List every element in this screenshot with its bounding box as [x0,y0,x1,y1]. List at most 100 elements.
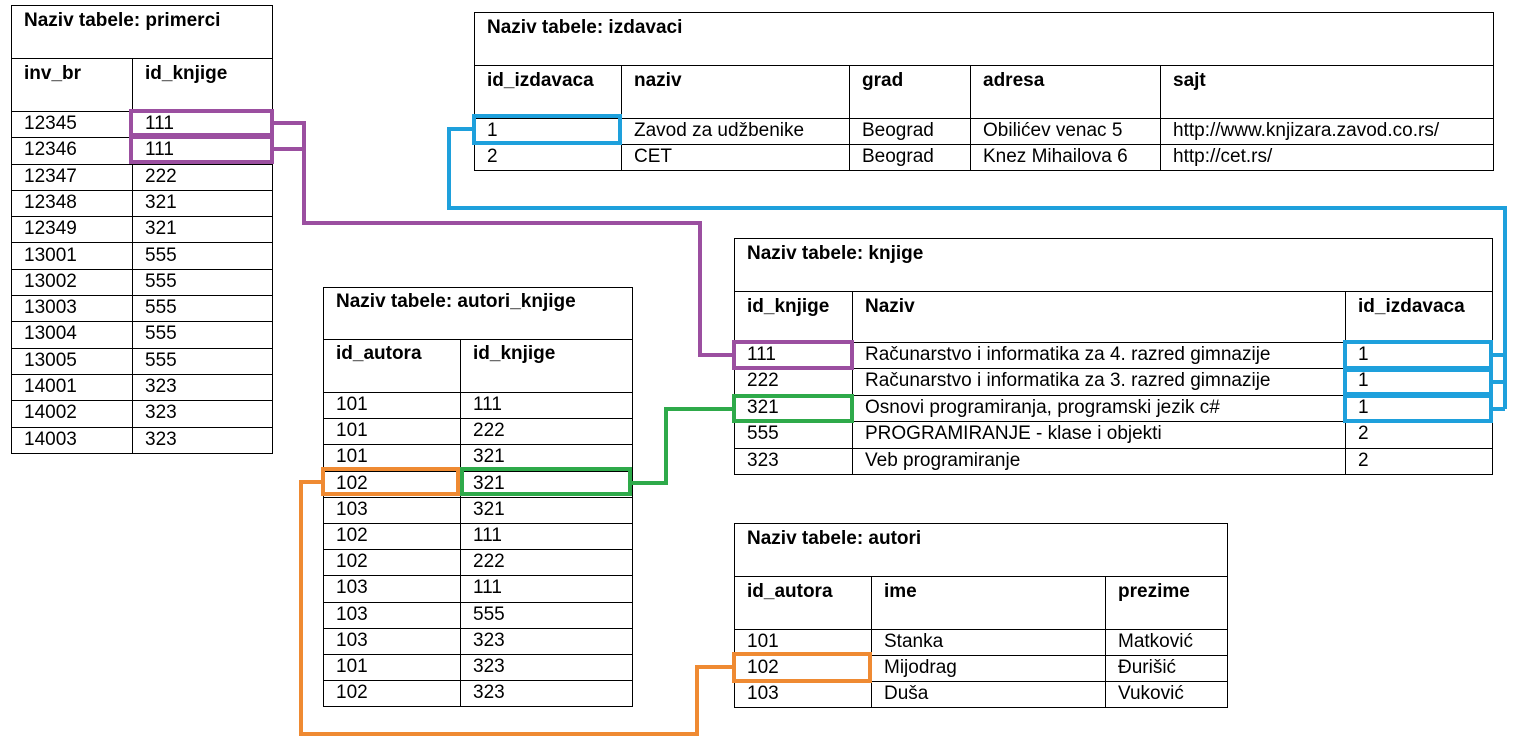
table-row: 13004 555 [12,321,272,349]
column-header: id_knjige [145,63,228,84]
column-header: id_izdavaca [487,70,594,91]
table-cell: 321 [145,191,177,213]
table-izdavaci: Naziv tabele: izdavaci id_izdavaca naziv… [474,12,1494,171]
table-cell: 111 [145,139,174,161]
table-cell: Matković [1118,631,1193,652]
table-autori: Naziv tabele: autori id_autora ime prezi… [734,523,1228,708]
table-cell: 101 [336,656,368,677]
table-cell: 102 [336,472,368,494]
table-cell: 101 [336,394,368,415]
column-header: Naziv [865,296,915,317]
table-cell: 101 [336,420,368,442]
table-cell: Đurišić [1118,657,1177,678]
table-cell: 321 [747,396,779,418]
table-cell: 12348 [24,191,77,213]
table-cell: 111 [473,525,502,546]
table-cell: Zavod za udžbenike [634,120,805,141]
column-header: id_knjige [747,296,830,317]
table-cell: 1 [487,120,498,141]
table-cell: 14002 [24,402,77,424]
table-header-row: inv_br id_knjige [12,59,272,112]
table-cell: 1 [1358,370,1369,392]
column-header: ime [884,581,917,602]
table-cell: 101 [336,446,368,468]
table-cell: CET [634,146,672,167]
table-primerci: Naziv tabele: primerci inv_br id_knjige … [11,5,273,454]
table-cell: 111 [747,344,776,365]
table-cell: 102 [336,682,368,704]
table-cell: 555 [145,244,177,266]
table-row: 102 Mijodrag Đurišić [735,655,1227,682]
table-cell: 102 [336,551,368,573]
table-cell: 323 [473,629,505,651]
table-cell: 1 [1358,396,1369,418]
table-cell: Obilićev venac 5 [983,120,1123,141]
table-cell: 321 [473,472,505,494]
column-header: naziv [634,70,682,91]
table-cell: Veb programiranje [865,449,1021,471]
table-title: Naziv tabele: autori [735,524,1227,577]
table-cell: 101 [747,631,779,652]
table-cell: Duša [884,683,929,704]
column-header: id_izdavaca [1358,296,1465,317]
table-cell: 323 [747,449,779,471]
table-cell: 102 [747,657,779,678]
table-cell: 222 [473,551,505,573]
table-cell: 222 [145,165,177,187]
table-cell: Beograd [862,120,934,141]
table-cell: 12346 [24,139,77,161]
table-cell: 323 [145,428,177,450]
table-row: 103 111 [324,575,632,603]
table-cell: 103 [336,577,368,599]
table-cell: 103 [747,683,779,704]
table-row: 323 Veb programiranje 2 [735,448,1492,474]
table-cell: Mijodrag [884,657,957,678]
table-cell: 555 [145,297,177,319]
column-header: id_knjige [473,343,556,364]
table-cell: Računarstvo i informatika za 3. razred g… [865,370,1271,392]
table-cell: 103 [336,498,368,520]
table-cell: 13001 [24,244,77,266]
table-row: 102 321 [324,471,632,498]
table-cell: 555 [145,323,177,345]
table-cell: 1 [1358,344,1369,365]
table-cell: http://cet.rs/ [1173,146,1273,167]
table-cell: 2 [1358,449,1369,471]
table-row: 102 111 [324,523,632,551]
table-cell: 321 [473,498,505,520]
table-cell: 12349 [24,218,77,240]
table-row: 101 111 [324,392,632,420]
table-cell: 13003 [24,297,77,319]
table-cell: 12345 [24,113,77,134]
connector-line [272,121,306,151]
table-cell: 14001 [24,376,77,397]
table-cell: PROGRAMIRANJE - klase i objekti [865,423,1162,445]
table-cell: Knez Mihailova 6 [983,146,1128,167]
table-header-row: id_autora ime prezime [735,577,1227,630]
table-cell: 222 [473,420,505,442]
table-cell: 111 [473,394,502,415]
table-header-row: id_knjige Naziv id_izdavaca [735,292,1492,343]
table-autori-knjige: Naziv tabele: autori_knjige id_autora id… [323,287,633,707]
table-title: Naziv tabele: autori_knjige [324,288,632,340]
table-cell: 102 [336,525,368,546]
table-cell: 555 [747,423,779,445]
table-row: 13003 555 [12,295,272,323]
table-title: Naziv tabele: izdavaci [475,13,1493,66]
table-cell: 13004 [24,323,77,345]
table-cell: 111 [473,577,502,599]
table-cell: 323 [473,682,505,704]
